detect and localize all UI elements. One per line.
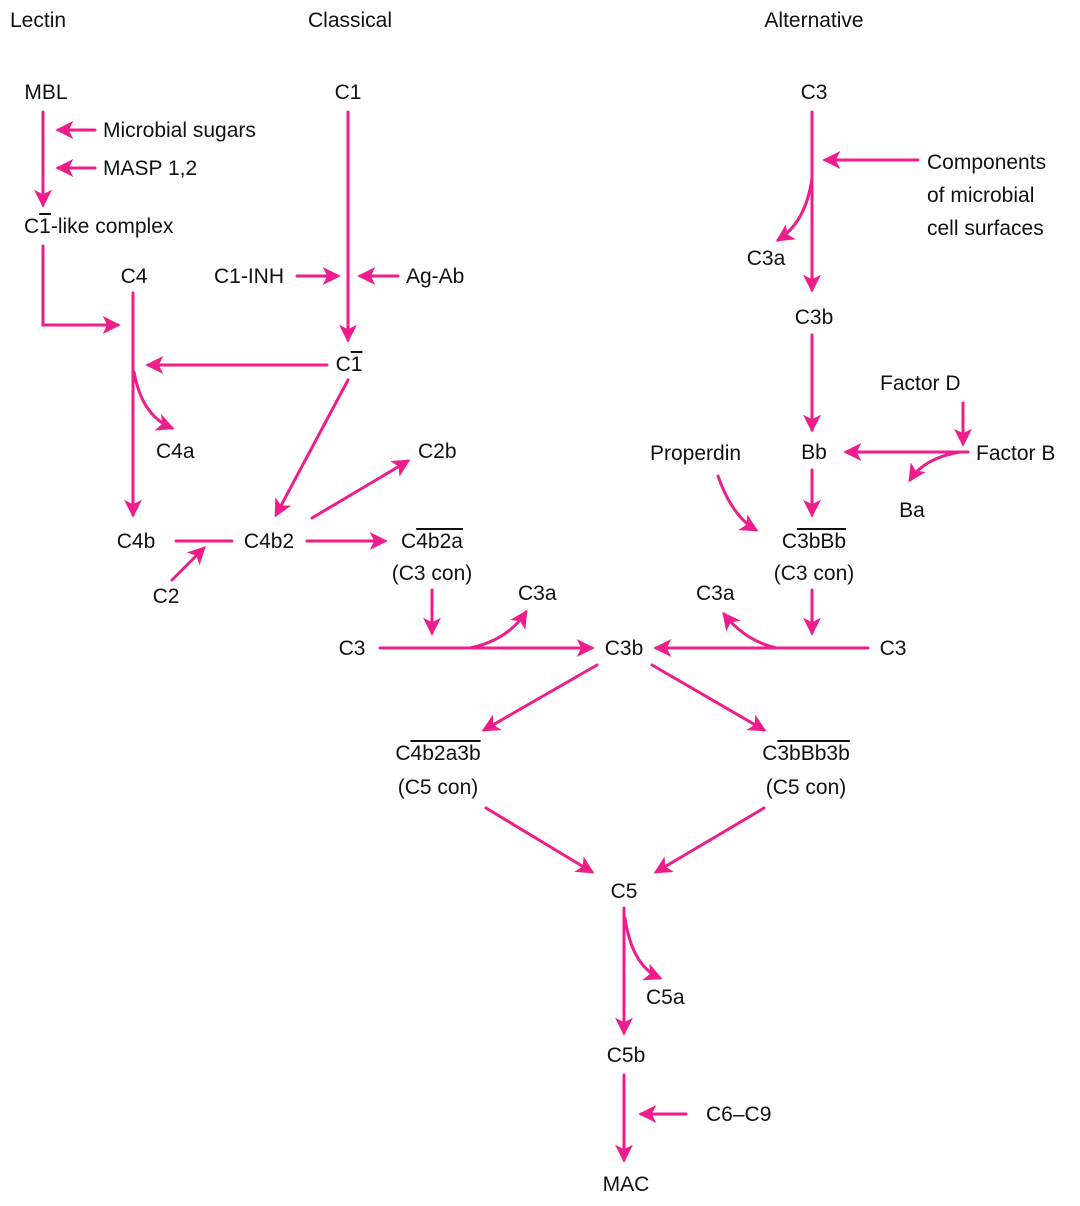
header-classical: Classical: [307, 9, 393, 32]
c1bar-bar: 1: [350, 353, 363, 376]
label-c6-c9: C6–C9: [706, 1103, 772, 1126]
arrow-c1bar-to-c4b2: [274, 378, 350, 518]
arrow-c1-like-to-c4: [41, 244, 121, 334]
node-c3-alternative: C3: [800, 81, 828, 104]
label-components-line1: Components: [927, 151, 1047, 174]
arrow-properdin: [716, 474, 759, 532]
node-c2: C2: [152, 585, 180, 608]
node-c3a-alternative: C3a: [746, 247, 786, 270]
arrow-c2-to-c4b2: [170, 546, 206, 582]
label-microbial-sugars: Microbial sugars: [103, 119, 256, 142]
header-lectin: Lectin: [10, 9, 67, 32]
label-c1-inh: C1-INH: [214, 265, 285, 288]
node-c3-right: C3: [879, 637, 907, 660]
node-c5a: C5a: [646, 986, 685, 1009]
c1-like-prefix: C: [24, 215, 40, 238]
arrow-c3b-to-c4b2a3b: [481, 663, 599, 732]
c3bbb-prefix: C: [781, 530, 798, 553]
arrow-c4b2-to-c2b: [310, 459, 411, 520]
arrow-c4-to-c4a: [132, 370, 175, 431]
node-c3a-right: C3a: [696, 582, 735, 605]
arrow-c3-right-to-c3a: [722, 611, 778, 650]
c3bbb3b-prefix: C: [762, 742, 778, 765]
label-properdin: Properdin: [650, 442, 742, 465]
node-c4a: C4a: [156, 440, 195, 463]
node-c2b: C2b: [418, 440, 457, 463]
node-c1-like-complex: C1-like complex: [24, 216, 173, 237]
arrow-c5con-right-to-c5: [653, 806, 766, 874]
label-c3-convertase-classical: (C3 con): [391, 562, 473, 585]
c4b2a3b-bar: 4b2a3b: [410, 742, 481, 765]
arrow-c3b-to-c3bbb3b: [650, 663, 767, 732]
node-c3b-alternative: C3b: [794, 306, 834, 329]
header-alternative: Alternative: [764, 9, 864, 32]
label-components-line3: cell surfaces: [927, 217, 1044, 240]
c1-like-suffix: -like complex: [50, 215, 174, 238]
node-factor-b: Factor B: [976, 442, 1056, 465]
node-c5: C5: [610, 880, 638, 903]
node-c4b2: C4b2: [243, 530, 295, 553]
arrow-c5con-left-to-c5: [484, 806, 595, 874]
c4b2a3b-prefix: C: [395, 742, 411, 765]
arrow-c3-left-to-c3a: [468, 609, 528, 650]
node-c3bbb: C3bBb: [782, 531, 846, 552]
c1-like-bar: 1: [39, 215, 51, 238]
node-c3b-center: C3b: [604, 637, 644, 660]
arrow-factor-b-to-ba: [908, 450, 962, 483]
arrow-c5-to-c5a: [623, 916, 663, 981]
node-c4b2a3b: C4b2a3b: [395, 743, 480, 764]
node-c1: C1: [334, 81, 362, 104]
c4b2a-bar: 4b2a: [416, 530, 463, 553]
arrow-c3-to-c3a-alt: [775, 176, 814, 242]
label-components-line2: of microbial: [927, 184, 1035, 207]
label-c3-convertase-alternative: (C3 con): [773, 562, 855, 585]
label-masp: MASP 1,2: [103, 157, 198, 180]
node-mac: MAC: [602, 1173, 650, 1196]
label-factor-d: Factor D: [880, 372, 961, 395]
node-bb: Bb: [801, 441, 827, 464]
label-c5-convertase-alternative: (C5 con): [765, 776, 847, 799]
node-mbl: MBL: [24, 81, 68, 104]
node-c3bbb3b: C3bBb3b: [762, 743, 850, 764]
c1bar-prefix: C: [335, 353, 351, 376]
node-c4b: C4b: [116, 530, 156, 553]
node-c1bar: C1: [336, 354, 363, 375]
c3bbb-bar: 3bBb: [797, 530, 847, 553]
label-c5-convertase-classical: (C5 con): [397, 776, 479, 799]
c3bbb3b-bar: 3bBb3b: [777, 742, 850, 765]
label-ag-ab: Ag-Ab: [406, 265, 465, 288]
node-ba: Ba: [899, 499, 925, 522]
node-c3a-left: C3a: [518, 582, 557, 605]
node-c5b: C5b: [606, 1044, 646, 1067]
node-c4: C4: [120, 265, 148, 288]
node-c3-left: C3: [338, 637, 366, 660]
c4b2a-prefix: C: [401, 530, 417, 553]
node-c4b2a: C4b2a: [401, 531, 463, 552]
